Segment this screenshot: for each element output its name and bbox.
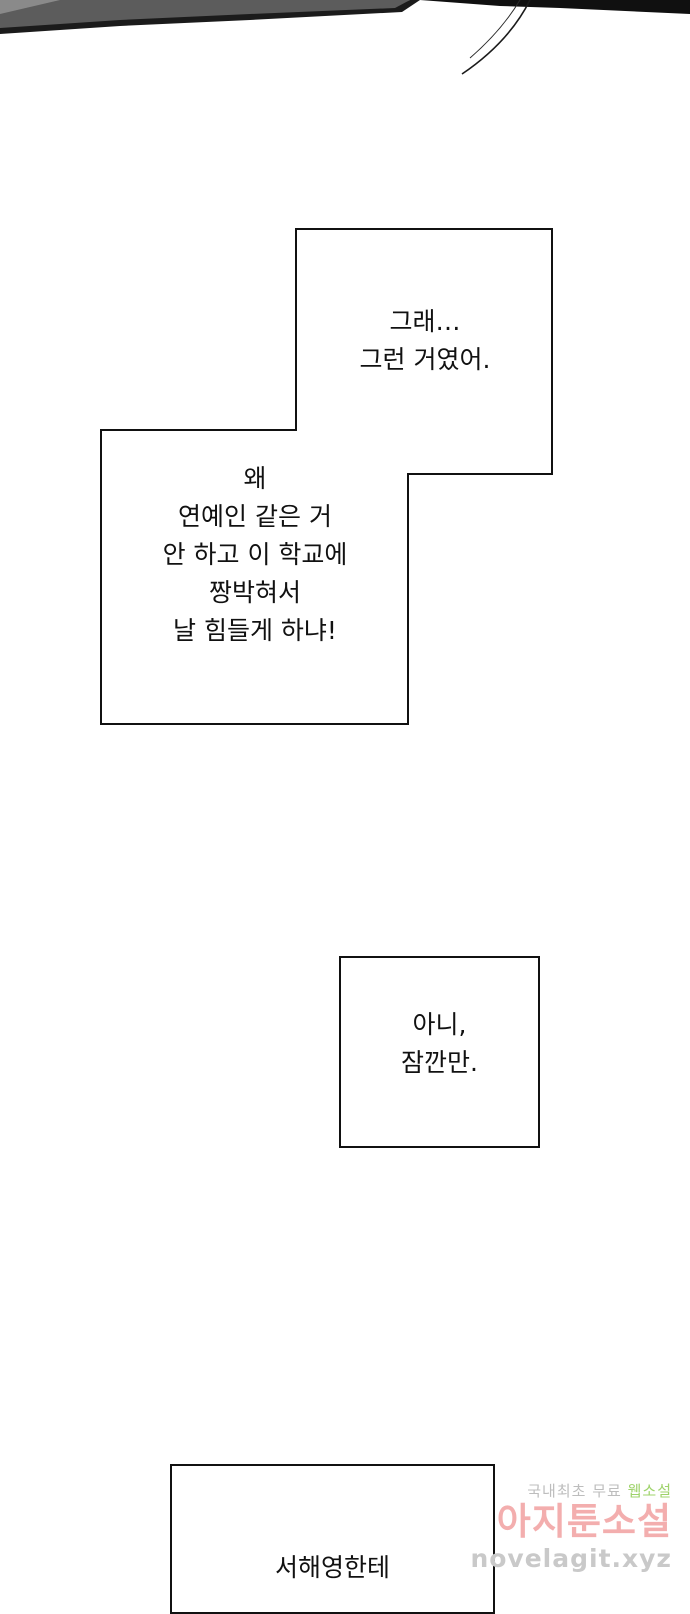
speech-line: 잠깐만. xyxy=(401,1048,478,1077)
speech-line: 그래… xyxy=(389,307,461,336)
speech-line: 짱박혀서 xyxy=(208,578,301,607)
speech-box-4 xyxy=(170,1464,495,1614)
watermark-url: novelagit.xyz xyxy=(470,1544,672,1573)
site-watermark: 국내최초 무료 웹소설 아지툰소설 novelagit.xyz xyxy=(457,1482,672,1592)
speech-text-1: 그래… 그런 거였어. xyxy=(330,303,520,379)
speech-line: 안 하고 이 학교에 xyxy=(162,540,348,569)
watermark-tagline-prefix: 국내최초 무료 xyxy=(527,1482,622,1500)
watermark-tagline-accent: 웹소설 xyxy=(627,1482,672,1500)
speech-text-4: 서해영한테 xyxy=(170,1549,495,1587)
speech-line: 날 힘들게 하냐! xyxy=(173,616,337,645)
speech-line: 연예인 같은 거 xyxy=(178,502,332,531)
speech-text-2: 왜 연예인 같은 거 안 하고 이 학교에 짱박혀서 날 힘들게 하냐! xyxy=(130,460,380,650)
speech-line: 그런 거였어. xyxy=(359,345,491,374)
speech-line: 서해영한테 xyxy=(274,1553,390,1582)
speech-line: 왜 xyxy=(243,464,267,493)
top-panel-art xyxy=(0,0,690,75)
speech-line: 아니, xyxy=(412,1010,467,1039)
speech-text-3: 아니, 잠깐만. xyxy=(339,1006,540,1082)
watermark-tagline: 국내최초 무료 웹소설 xyxy=(457,1482,672,1500)
speech-box-3 xyxy=(339,956,540,1148)
watermark-brand: 아지툰소설 xyxy=(496,1500,672,1543)
